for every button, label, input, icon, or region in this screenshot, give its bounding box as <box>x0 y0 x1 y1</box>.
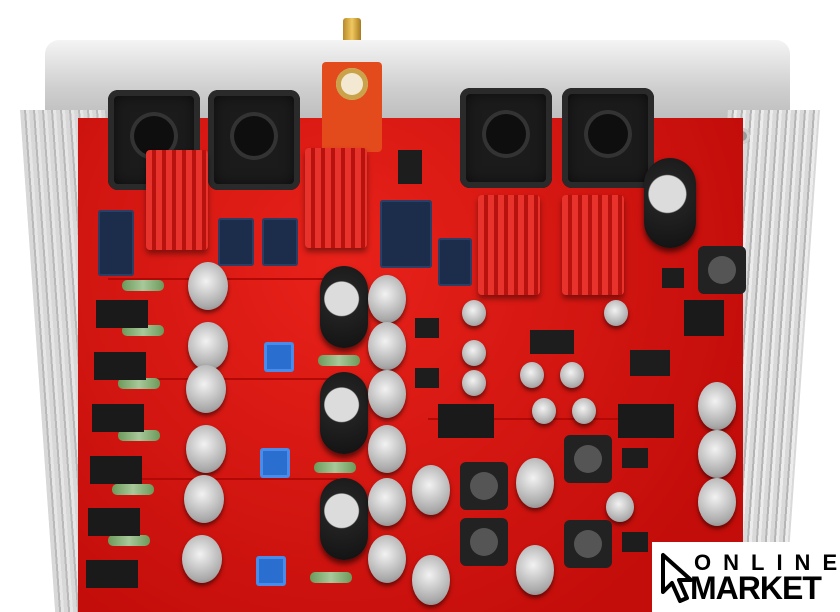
inductor <box>698 246 746 294</box>
resistor <box>122 280 164 291</box>
transistor <box>86 560 138 588</box>
resistor <box>122 325 164 336</box>
transistor <box>90 456 142 484</box>
regulator <box>438 404 494 438</box>
regulator <box>618 404 674 438</box>
transistor <box>96 300 148 328</box>
capacitor <box>532 398 556 424</box>
capacitor <box>698 478 736 526</box>
trimmer-potentiometer <box>256 556 286 586</box>
capacitor <box>186 425 226 473</box>
capacitor <box>462 340 486 366</box>
electrolytic-capacitor <box>320 372 368 454</box>
signal-relay <box>218 218 254 266</box>
capacitor <box>368 275 406 323</box>
relay <box>305 148 367 248</box>
capacitor <box>368 322 406 370</box>
rca-socket-board <box>322 62 382 152</box>
resistor <box>118 430 160 441</box>
online-market-watermark: ONLINE MARKET <box>652 542 840 612</box>
electrolytic-capacitor <box>320 478 368 560</box>
inductor <box>460 462 508 510</box>
capacitor <box>572 398 596 424</box>
trace <box>108 478 338 480</box>
capacitor <box>560 362 584 388</box>
capacitor <box>516 545 554 595</box>
capacitor <box>604 300 628 326</box>
capacitor <box>462 300 486 326</box>
transistor <box>88 508 140 536</box>
trimmer-potentiometer <box>260 448 290 478</box>
capacitor <box>186 365 226 413</box>
trimmer-potentiometer <box>264 342 294 372</box>
signal-relay <box>438 238 472 286</box>
ic-chip <box>622 532 648 552</box>
relay <box>478 195 540 295</box>
trace <box>428 418 628 420</box>
capacitor <box>368 425 406 473</box>
transistor <box>94 352 146 380</box>
inductor <box>564 520 612 568</box>
capacitor <box>188 262 228 310</box>
resistor <box>314 462 356 473</box>
capacitor <box>698 430 736 478</box>
switch <box>398 150 422 184</box>
capacitor <box>520 362 544 388</box>
ic-chip <box>622 448 648 468</box>
capacitor <box>368 535 406 583</box>
capacitor <box>462 370 486 396</box>
signal-relay <box>98 210 134 276</box>
capacitor <box>368 478 406 526</box>
cursor-arrow-icon <box>661 553 693 603</box>
electrolytic-capacitor <box>644 158 696 248</box>
resistor <box>118 378 160 389</box>
capacitor <box>516 458 554 508</box>
relay <box>146 150 208 250</box>
ic-chip <box>415 368 439 388</box>
capacitor <box>698 382 736 430</box>
capacitor <box>184 475 224 523</box>
electrolytic-capacitor <box>320 266 368 348</box>
inductor <box>564 435 612 483</box>
capacitor <box>606 492 634 522</box>
capacitor <box>368 370 406 418</box>
regulator <box>684 300 724 336</box>
xlr-connector <box>208 90 300 190</box>
capacitor <box>188 322 228 370</box>
xlr-connector <box>562 88 654 188</box>
inductor <box>460 518 508 566</box>
relay <box>562 195 624 295</box>
ic-chip <box>530 330 574 354</box>
rca-jack <box>343 18 361 44</box>
resistor <box>318 355 360 366</box>
ic-chip <box>662 268 684 288</box>
signal-relay <box>262 218 298 266</box>
ic-chip <box>630 350 670 376</box>
resistor <box>112 484 154 495</box>
transistor <box>92 404 144 432</box>
xlr-connector <box>460 88 552 188</box>
watermark-line2: MARKET <box>690 570 822 606</box>
resistor <box>108 535 150 546</box>
resistor <box>310 572 352 583</box>
capacitor <box>182 535 222 583</box>
capacitor <box>412 555 450 605</box>
signal-relay <box>380 200 432 268</box>
capacitor <box>412 465 450 515</box>
ic-chip <box>415 318 439 338</box>
watermark-line1: ONLINE <box>694 550 840 575</box>
trace <box>108 378 348 380</box>
